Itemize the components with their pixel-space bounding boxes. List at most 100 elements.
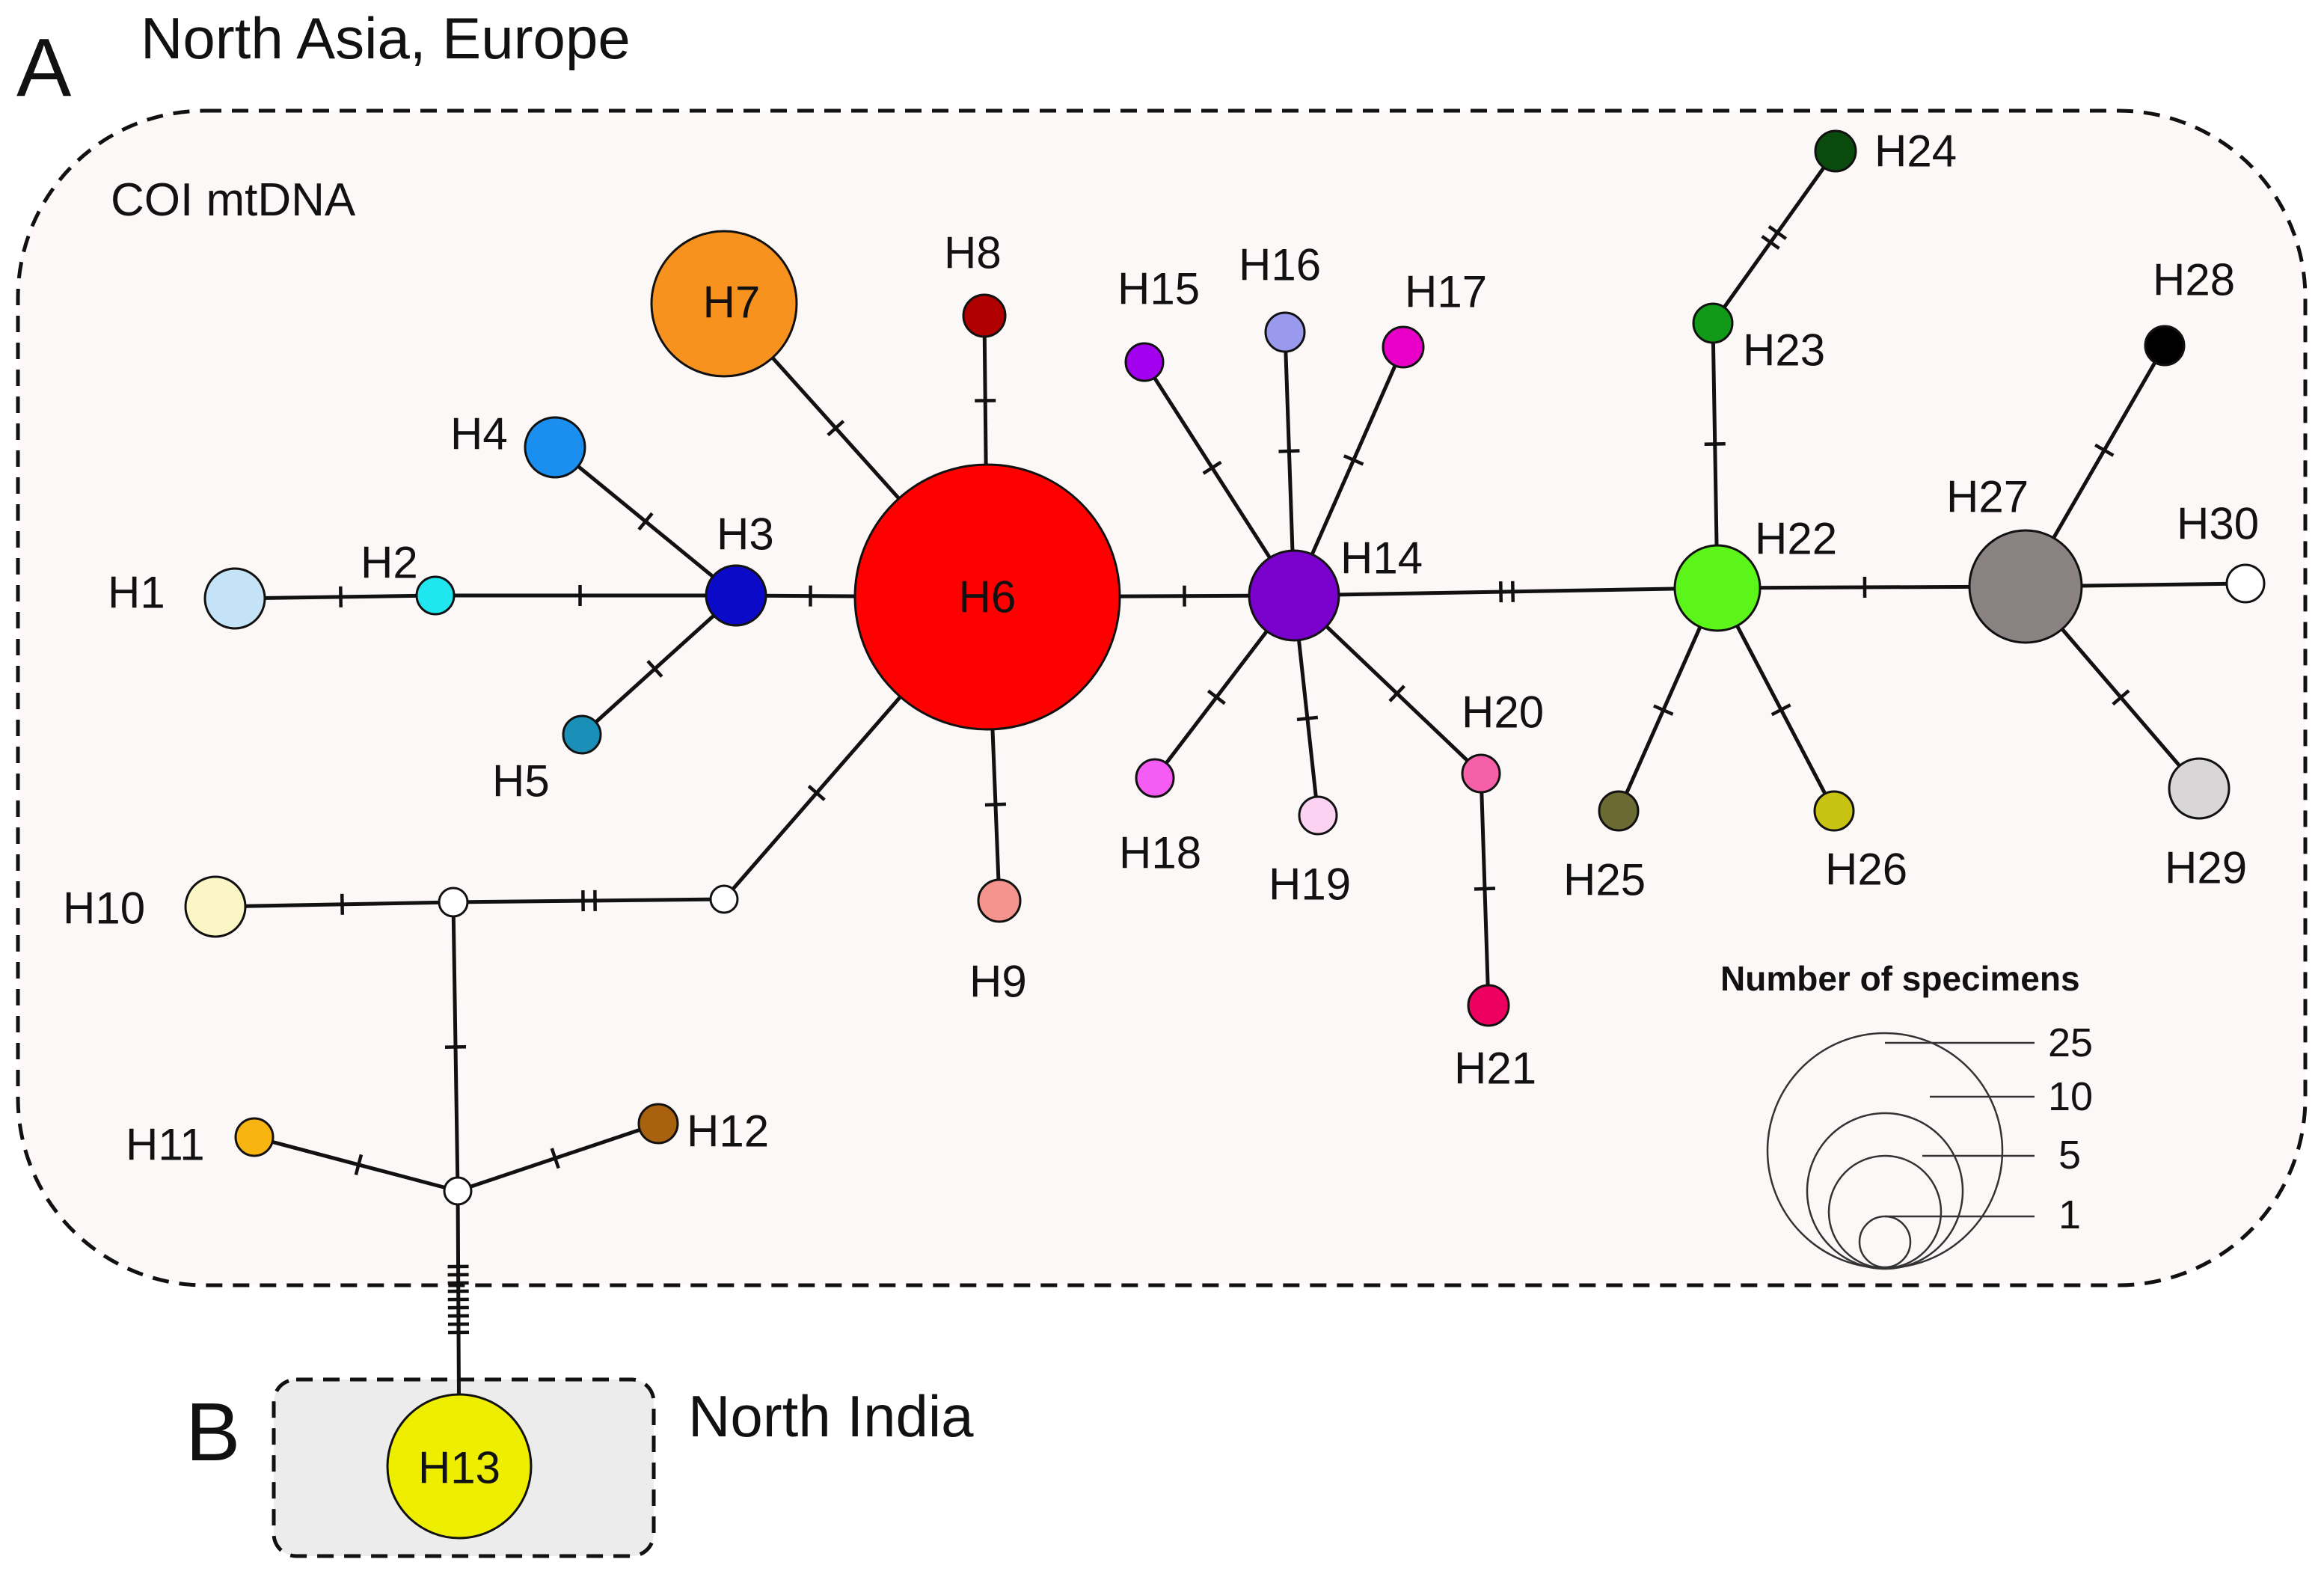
median-vector-node	[709, 884, 739, 914]
link-h24-h23	[1711, 150, 1838, 325]
haplotype-label-h6: H6	[959, 572, 1017, 622]
legend-value-10: 10	[2048, 1074, 2093, 1119]
mutation-tick	[1343, 454, 1364, 466]
mutation-tick	[2112, 689, 2130, 706]
haplotype-label-h16: H16	[1239, 240, 1321, 290]
mutation-tick	[1202, 460, 1222, 475]
haplotype-label-h10: H10	[63, 884, 145, 934]
legend-value-1: 1	[2058, 1192, 2081, 1237]
mutation-tick	[637, 512, 654, 531]
haplotype-label-h25: H25	[1563, 855, 1646, 905]
haplotype-label-h11: H11	[126, 1120, 205, 1170]
haplotype-node-h29	[2168, 757, 2231, 820]
panel-b-region: North India	[688, 1383, 974, 1449]
mutation-tick	[1388, 685, 1405, 702]
haplotype-node-h6	[853, 463, 1121, 731]
haplotype-node-h12	[637, 1103, 679, 1145]
link-h5-h3	[580, 594, 738, 736]
haplotype-label-h19: H19	[1269, 860, 1351, 910]
haplotype-node-h17	[1382, 325, 1425, 369]
link-h12-mv3	[457, 1121, 659, 1193]
haplotype-node-h15	[1124, 342, 1165, 382]
haplotype-label-h7: H7	[703, 278, 761, 328]
haplotype-label-h21: H21	[1454, 1044, 1536, 1094]
haplotype-node-h27	[1968, 529, 2083, 644]
haplotype-node-h25	[1598, 790, 1640, 832]
mutation-tick	[646, 660, 663, 678]
specimen-legend: Number of specimens 25 10 5 1	[1720, 959, 2093, 1270]
haplotype-node-h9	[977, 878, 1022, 923]
haplotype-label-h9: H9	[969, 957, 1027, 1007]
haplotype-label-h3: H3	[717, 509, 774, 560]
haplotype-node-h16	[1264, 311, 1306, 353]
haplotype-label-h26: H26	[1825, 845, 1907, 895]
panel-a-letter: A	[16, 22, 72, 114]
haplotype-node-h30	[2225, 563, 2266, 604]
haplotype-node-h18	[1135, 758, 1175, 798]
haplotype-label-h28: H28	[2153, 255, 2235, 305]
haplotype-node-h20	[1461, 753, 1501, 794]
link-mv1-mv2	[453, 897, 725, 904]
mutation-tick	[827, 420, 845, 437]
mutation-tick	[1653, 704, 1674, 716]
region-a-box	[16, 108, 2308, 1287]
link-h11-mv3	[254, 1135, 459, 1193]
haplotype-node-h22	[1673, 544, 1762, 632]
legend-value-5: 5	[2058, 1133, 2081, 1178]
link-h10-mv2	[215, 900, 454, 909]
haplotype-node-h1	[203, 567, 266, 630]
haplotype-label-h24: H24	[1874, 126, 1957, 177]
mutation-tick	[340, 893, 345, 915]
median-vector-node	[438, 887, 469, 918]
haplotype-label-h30: H30	[2177, 499, 2259, 549]
haplotype-label-h1: H1	[108, 568, 165, 618]
haplotype-node-h23	[1692, 302, 1734, 344]
haplotype-label-h23: H23	[1743, 325, 1825, 376]
mutation-tick	[984, 802, 1007, 807]
network-nodes	[184, 129, 2266, 1540]
haplotype-label-h20: H20	[1462, 688, 1544, 738]
panel-b-letter: B	[186, 1386, 240, 1478]
haplotype-label-h5: H5	[492, 756, 550, 806]
haplotype-label-h22: H22	[1755, 514, 1837, 564]
mutation-tick	[1278, 449, 1300, 453]
haplotype-label-h27: H27	[1946, 472, 2029, 522]
link-h14-h22	[1293, 586, 1718, 598]
haplotype-label-h18: H18	[1119, 828, 1201, 878]
haplotype-label-h2: H2	[361, 538, 418, 588]
median-vector-node	[443, 1176, 473, 1206]
link-h15-h14	[1142, 361, 1296, 597]
mutation-tick	[807, 785, 826, 801]
haplotype-node-h2	[415, 575, 456, 616]
haplotype-label-h29: H29	[2165, 843, 2247, 893]
haplotype-node-h24	[1814, 129, 1857, 173]
haplotype-label-h15: H15	[1117, 264, 1200, 314]
haplotype-node-h8	[962, 293, 1007, 338]
link-h23-h22	[1711, 322, 1720, 589]
mutation-tick	[1296, 715, 1319, 722]
haplotype-node-h5	[562, 714, 602, 755]
haplotype-node-h19	[1298, 795, 1338, 836]
legend-title: Number of specimens	[1720, 959, 2080, 998]
link-h1-h2	[234, 593, 436, 601]
mutation-tick	[2094, 443, 2115, 457]
haplotype-node-h4	[524, 416, 586, 479]
mutation-tick	[354, 1154, 364, 1176]
haplotype-label-h14: H14	[1340, 533, 1423, 584]
haplotype-node-h11	[234, 1117, 275, 1157]
legend-value-25: 25	[2048, 1020, 2093, 1065]
mutation-tick	[1207, 689, 1226, 705]
mutation-tick	[550, 1148, 560, 1169]
mutation-tick	[1761, 234, 1780, 250]
mutation-tick	[1767, 224, 1788, 240]
panel-a-marker: COI mtDNA	[111, 174, 356, 226]
mutation-tick	[1770, 703, 1791, 717]
panel-a-region: North Asia, Europe	[141, 5, 631, 71]
haplotype-label-h8: H8	[944, 228, 1002, 278]
haplotype-node-h7	[650, 230, 798, 378]
haplotype-node-h26	[1813, 790, 1855, 832]
haplotype-node-h28	[2144, 325, 2186, 367]
haplotype-label-h17: H17	[1405, 267, 1487, 317]
